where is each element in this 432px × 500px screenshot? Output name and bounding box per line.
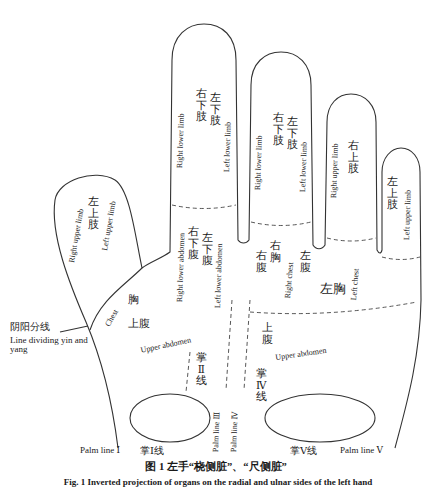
region-label: 左下肢 [287,116,298,151]
region-label: Palm line Ⅳ [230,412,239,453]
region-label: Line dividing yin and yang [10,336,94,355]
region-label: 左胸 [320,282,346,295]
region-label: 左下肢 [210,92,221,127]
region-label: Right lower limb [176,113,186,168]
region-label: Upper abdomen [140,336,192,354]
region-label: Palm line Ⅴ [340,446,383,455]
region-label: 掌Ⅴ线 [290,446,317,456]
region-label: 掌Ⅱ线 [196,352,207,387]
region-divider [172,205,236,209]
region-label: Right lower abdomen [176,233,186,303]
palm-line [186,352,190,392]
region-label: Right lower limb [254,135,264,190]
region-label: Left lower limb [223,122,233,172]
region-label: 右胸 [270,240,281,263]
region-label: 左上肢 [88,196,99,231]
region-label: 右下腹 [188,226,199,261]
region-label: Chest [104,308,120,328]
region-divider [327,238,376,241]
region-label: Right upper limb [330,143,340,198]
palm-line [226,300,232,390]
leader-line [60,326,88,332]
region-label: Left upper limb [403,190,413,240]
palm-line [244,300,250,390]
region-label: 上腹 [262,322,273,345]
region-label: Left chest [350,268,361,300]
region-label: 上腹 [128,318,150,329]
region-label: 左上肢 [387,176,398,211]
region-divider [250,302,417,314]
region-divider [251,222,311,226]
region-label: Palm line Ⅰ [80,446,120,455]
region-label: Right upper limb [68,208,85,263]
region-label: 掌Ⅳ线 [256,368,267,403]
region-label: 掌Ⅰ线 [140,446,164,456]
region-label: Palm line Ⅲ [212,412,221,452]
region-label: Right chest [284,262,295,299]
figure-caption: 图 1 左手“桡侧脏”、“尺侧脏” [0,462,432,473]
wrist-oval [130,394,210,442]
wrist-oval [265,394,375,442]
hand-outline [54,24,421,448]
figure-caption: Fig. 1 Inverted projection of organs on … [2,478,432,487]
region-label: 右下肢 [273,112,284,147]
region-label: 左腹 [300,250,311,273]
region-label: Left upper limb [101,201,118,252]
region-label: 左下腹 [202,232,213,267]
region-label: Upper abdomen [275,347,327,362]
region-divider [382,257,420,260]
region-label: 阴阳分线 [10,322,50,332]
region-label: Left lower limb [299,142,309,192]
region-label: 右上肢 [348,140,359,175]
region-label: 胸 [128,294,139,305]
region-label: 右腹 [256,250,267,273]
region-label: 右下肢 [196,88,207,123]
region-label: Left lower abdomen [214,243,224,308]
